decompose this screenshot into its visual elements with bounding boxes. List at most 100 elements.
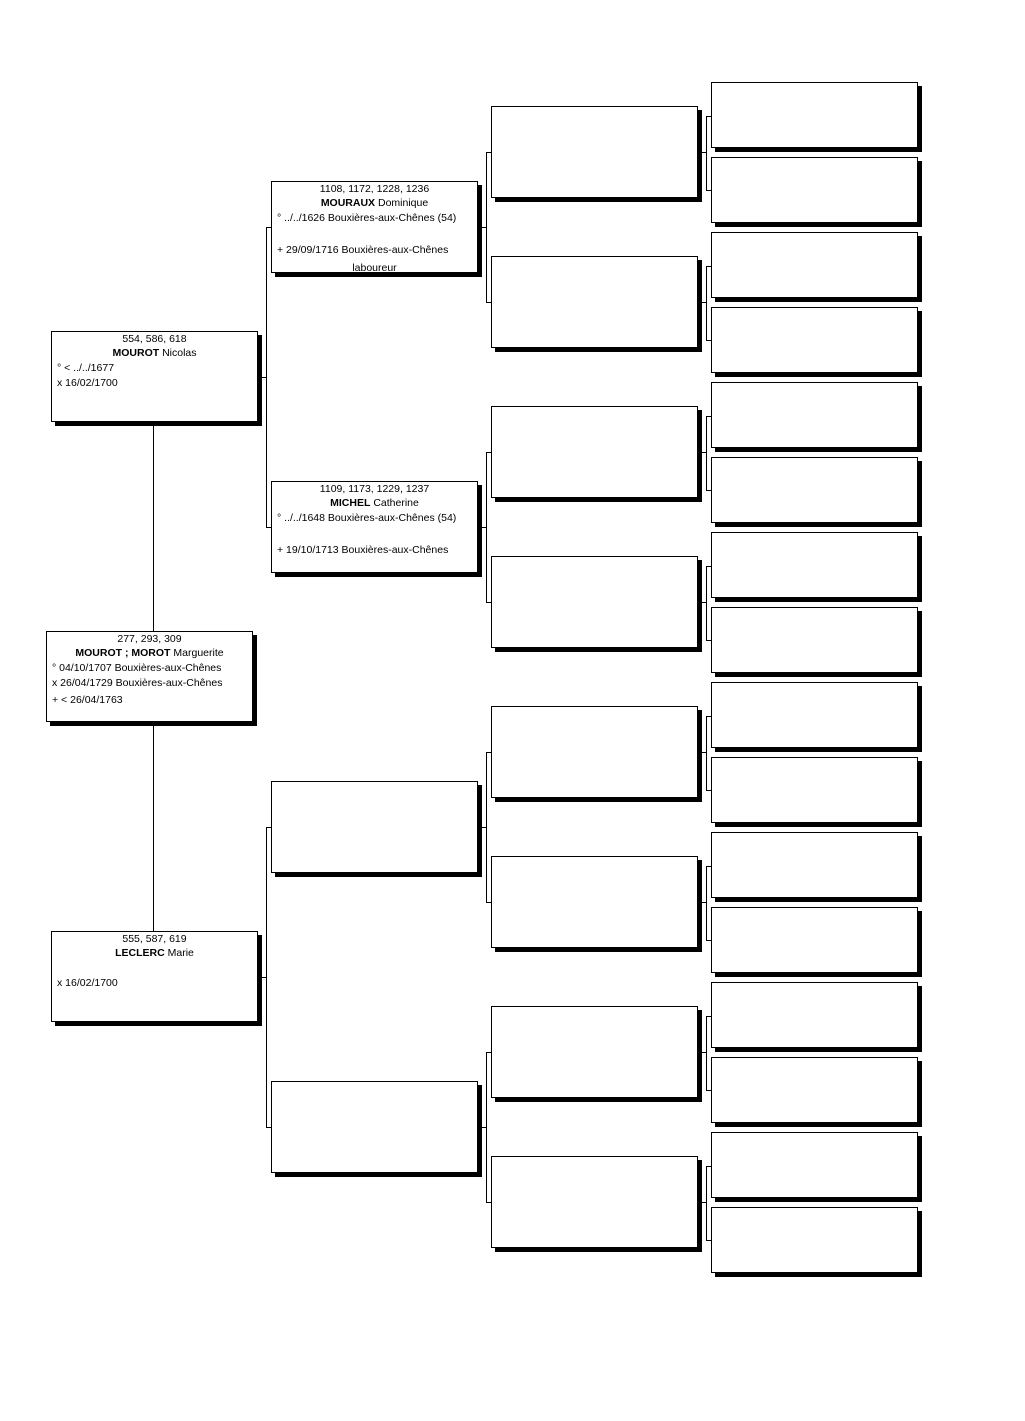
- person-box-empty[interactable]: [491, 856, 698, 948]
- person-box-paternal-grandfather[interactable]: 1108, 1172, 1228, 1236 MOURAUX Dominique…: [271, 181, 478, 274]
- person-box-empty[interactable]: [711, 1057, 918, 1123]
- person-box-empty[interactable]: [491, 256, 698, 348]
- person-birth: ° 04/10/1707 Bouxières-aux-Chênes: [52, 662, 222, 674]
- connector: [153, 424, 154, 633]
- person-surname: LECLERC: [115, 947, 165, 959]
- person-surname: MOURAUX: [320, 197, 376, 209]
- connector: [486, 452, 487, 603]
- connector: [258, 977, 267, 978]
- connector: [706, 490, 712, 491]
- person-box-empty[interactable]: [711, 232, 918, 298]
- person-ids: 1108, 1172, 1228, 1236: [319, 183, 430, 195]
- person-box-empty[interactable]: [491, 1006, 698, 1098]
- connector: [706, 566, 712, 567]
- person-box-root[interactable]: 277, 293, 309 MOUROT ; MOROT Marguerite …: [46, 631, 253, 722]
- connector: [486, 752, 492, 753]
- person-box-paternal-grandmother[interactable]: 1109, 1173, 1229, 1237 MICHEL Catherine …: [271, 481, 478, 573]
- person-box-empty[interactable]: [271, 1081, 478, 1173]
- connector: [266, 527, 272, 528]
- connector: [486, 452, 492, 453]
- person-box-empty[interactable]: [711, 82, 918, 148]
- connector: [266, 827, 267, 1128]
- person-box-empty[interactable]: [711, 982, 918, 1048]
- person-birth: ° ../../1626 Bouxières-aux-Chênes (54): [277, 212, 457, 224]
- person-birth: ° < ../../1677: [57, 362, 115, 374]
- person-box-father[interactable]: 554, 586, 618 MOUROT Nicolas ° < ../../1…: [51, 331, 258, 422]
- person-birth: ° ../../1648 Bouxières-aux-Chênes (54): [277, 512, 457, 524]
- person-box-empty[interactable]: [711, 1132, 918, 1198]
- person-given-name: Marie: [167, 947, 194, 959]
- person-box-empty[interactable]: [491, 406, 698, 498]
- person-ids: 555, 587, 619: [122, 933, 187, 945]
- connector: [706, 266, 707, 341]
- connector: [478, 527, 487, 528]
- person-surname: MOUROT: [112, 347, 160, 359]
- person-surname: MOUROT ; MOROT: [75, 647, 171, 659]
- connector: [486, 602, 492, 603]
- person-box-mother[interactable]: 555, 587, 619 LECLERC Marie x 16/02/1700: [51, 931, 258, 1022]
- connector: [706, 416, 707, 491]
- person-marriage: x 26/04/1729 Bouxières-aux-Chênes: [52, 677, 223, 689]
- person-given-name: Dominique: [377, 197, 429, 209]
- person-box-empty[interactable]: [491, 1156, 698, 1248]
- connector: [706, 866, 707, 941]
- person-box-empty[interactable]: [711, 1207, 918, 1273]
- person-surname: MICHEL: [330, 497, 371, 509]
- connector: [706, 716, 707, 791]
- connector: [698, 602, 707, 603]
- connector: [258, 377, 267, 378]
- person-box-empty[interactable]: [491, 706, 698, 798]
- connector: [706, 1016, 712, 1017]
- connector: [698, 452, 707, 453]
- person-box-empty[interactable]: [711, 382, 918, 448]
- person-box-empty[interactable]: [271, 781, 478, 873]
- person-box-empty[interactable]: [711, 307, 918, 373]
- person-marriage: x 16/02/1700: [57, 377, 118, 389]
- connector: [478, 1127, 487, 1128]
- connector: [706, 266, 712, 267]
- person-box-empty[interactable]: [711, 832, 918, 898]
- connector: [706, 116, 712, 117]
- person-box-empty[interactable]: [711, 757, 918, 823]
- connector: [486, 152, 492, 153]
- connector: [486, 1202, 492, 1203]
- connector: [706, 716, 712, 717]
- person-death: + < 26/04/1763: [52, 694, 123, 706]
- person-marriage: x 16/02/1700: [57, 977, 118, 989]
- connector: [706, 940, 712, 941]
- connector: [478, 227, 487, 228]
- connector: [706, 1166, 707, 1241]
- connector: [698, 752, 707, 753]
- connector: [486, 302, 492, 303]
- connector: [478, 827, 487, 828]
- connector: [486, 152, 487, 303]
- connector: [698, 1202, 707, 1203]
- connector: [706, 566, 707, 641]
- person-box-empty[interactable]: [491, 556, 698, 648]
- person-box-empty[interactable]: [711, 907, 918, 973]
- person-name: MICHEL Catherine: [272, 496, 477, 510]
- person-name: MOUROT ; MOROT Marguerite: [47, 646, 252, 660]
- person-death: + 29/09/1716 Bouxières-aux-Chênes: [277, 244, 449, 256]
- connector: [486, 1052, 492, 1053]
- person-given-name: Nicolas: [162, 347, 197, 359]
- person-ids: 554, 586, 618: [122, 333, 187, 345]
- connector: [698, 152, 707, 153]
- person-box-empty[interactable]: [711, 682, 918, 748]
- connector: [706, 340, 712, 341]
- person-ids: 277, 293, 309: [117, 633, 182, 645]
- connector: [706, 1090, 712, 1091]
- connector: [486, 752, 487, 903]
- person-name: LECLERC Marie: [52, 946, 257, 960]
- connector: [706, 640, 712, 641]
- person-given-name: Marguerite: [173, 647, 224, 659]
- person-box-empty[interactable]: [491, 106, 698, 198]
- connector: [706, 866, 712, 867]
- connector: [706, 1240, 712, 1241]
- connector: [266, 1127, 272, 1128]
- person-box-empty[interactable]: [711, 157, 918, 223]
- person-box-empty[interactable]: [711, 532, 918, 598]
- person-box-empty[interactable]: [711, 457, 918, 523]
- person-box-empty[interactable]: [711, 607, 918, 673]
- connector: [706, 1016, 707, 1091]
